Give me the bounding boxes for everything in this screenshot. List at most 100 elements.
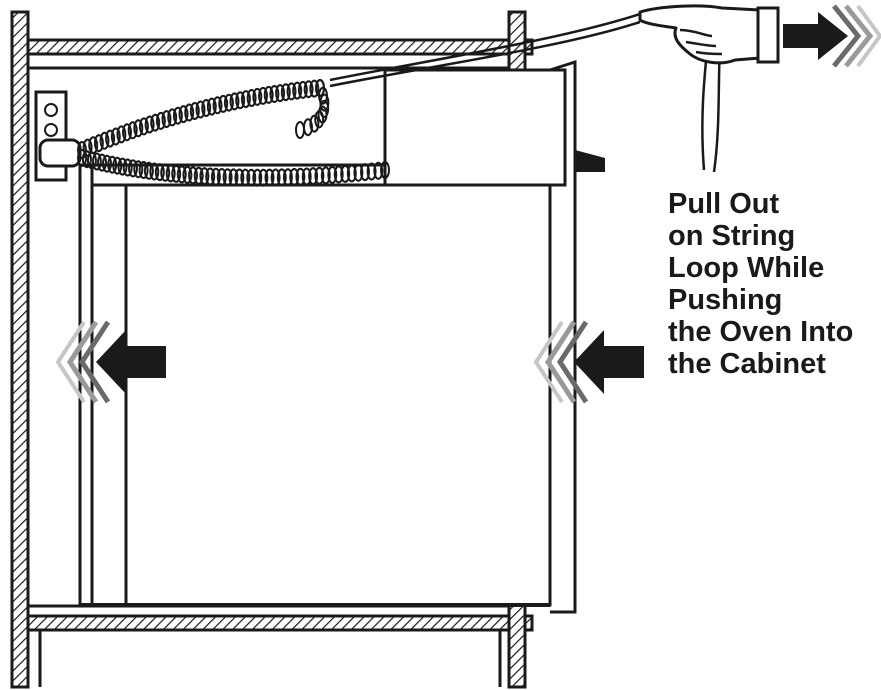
cord-coil-loop (117, 157, 128, 176)
cabinet-bottom-panel (18, 614, 534, 632)
cord-coil-loop (286, 82, 297, 101)
cord-coil-loop (252, 87, 263, 106)
cord-coil-loop (210, 167, 221, 186)
caption-line: Pull Out (668, 188, 780, 220)
cord-coil-loop (246, 89, 257, 107)
cord-coil-loop (206, 97, 217, 116)
cord-coil-loop (77, 149, 87, 167)
cord-coil-loop (212, 96, 223, 115)
hand-pulling-icon (638, 4, 780, 65)
pull-right-arrow-icon (783, 4, 881, 68)
cord-coil-loop (258, 168, 269, 187)
cord-coil-loop (127, 121, 138, 140)
cord-coil-loop (188, 166, 198, 185)
cord-coil-loop (308, 167, 319, 186)
cord-coil-loop (282, 168, 293, 187)
cord-coil-loop (366, 162, 377, 181)
cord-coil-loop (229, 92, 240, 111)
cord-coil-loop (150, 113, 161, 132)
cord-coil-loop (346, 164, 357, 183)
cord-coil-loop (102, 154, 112, 173)
outlet-hole (44, 123, 58, 137)
cord-coil-loop (246, 168, 257, 187)
cord-coil-loop (218, 94, 229, 113)
cord-coil-loop (99, 131, 110, 150)
cord-coil-loop (195, 100, 206, 119)
caption-line: the Cabinet (668, 348, 826, 380)
cord-coil-loop (309, 79, 320, 98)
cord-coil-loop (82, 138, 93, 157)
cord-coil-loop (110, 127, 121, 146)
cord-coil-loop (228, 168, 239, 187)
cord-coil-loop (205, 167, 216, 186)
cord-coil-loop (176, 165, 187, 184)
cord-coil-loop (240, 168, 251, 187)
instruction-caption: Pull Out on String Loop While Pushing th… (668, 188, 853, 380)
cord-coil-loop (340, 164, 351, 183)
cord-coil-loop (178, 105, 189, 124)
outlet-hole (44, 103, 58, 117)
cord-coil-loop (201, 99, 212, 117)
cord-coil-loop (165, 164, 176, 183)
cord-coil-loop (216, 168, 227, 186)
cord-coil-loop (252, 168, 263, 187)
cord-coil-loop (269, 85, 280, 103)
cord-coil-loop (280, 83, 291, 102)
caption-line: on String (668, 220, 796, 252)
cord-coil-loop (297, 80, 308, 99)
cord-coil-loop (167, 108, 178, 127)
oven-front (78, 163, 552, 607)
cord-coil-loop (292, 81, 303, 100)
cord-coil-loop (295, 167, 306, 186)
cord-coil-loop (353, 163, 364, 182)
cord-coil-loop (199, 167, 210, 186)
cord-coil-loop (91, 152, 102, 171)
cord-coil-loop (301, 167, 312, 186)
cord-coil-loop (81, 150, 92, 169)
cord-coil-loop (149, 162, 160, 181)
cord-coil-loop (160, 163, 171, 182)
cord-coil-loop (327, 165, 338, 184)
oven-upper-box (383, 68, 567, 187)
cord-coil-loop (138, 117, 149, 136)
cord-coil-loop (138, 161, 149, 179)
cord-coil-loop (133, 119, 144, 138)
cord-coil-loop (161, 110, 172, 129)
cord-coil-loop (276, 168, 287, 187)
cabinet-top-panel (18, 38, 534, 56)
cabinet-left-wall (10, 10, 30, 689)
hand-cuff (756, 6, 780, 64)
cord-coil-loop (172, 106, 183, 125)
cord-coil-loop (222, 168, 233, 187)
cord-coil-loop (235, 91, 246, 110)
cord-coil-loop (133, 160, 144, 179)
cord-coil-loop (360, 163, 370, 182)
cord-coil-loop (128, 159, 138, 178)
oven-body (78, 59, 605, 614)
cord-coil-loop (240, 90, 251, 109)
cord-coil-loop (107, 155, 118, 174)
cord-coil-loop (155, 111, 166, 130)
cord-coil-loop (263, 85, 274, 104)
cord-coil-loop (314, 166, 325, 185)
cord-coil-loop (320, 166, 331, 185)
cord-coil-loop (171, 164, 182, 183)
cord-coil-loop (333, 165, 344, 184)
cord-coil-loop (93, 134, 104, 153)
cord-coil-loop (143, 161, 154, 180)
cord-coil-loop (234, 168, 245, 187)
cord-coil-loop (303, 80, 314, 99)
cord-coil-loop (122, 158, 133, 177)
cord-coil-loop (373, 161, 384, 180)
cord-coil-loop (319, 93, 330, 112)
cord-coil-loop (309, 114, 320, 133)
cord-coil-loop (264, 168, 275, 187)
cord-coil-loop (154, 163, 165, 182)
caption-line: Pushing (668, 284, 783, 316)
cord-coil-loop (270, 168, 281, 187)
cord-coil-loop (223, 93, 234, 112)
caption-line: the Oven Into (668, 316, 854, 348)
cord-coil-loop (314, 110, 325, 129)
push-left-arrow-icon (55, 320, 166, 404)
